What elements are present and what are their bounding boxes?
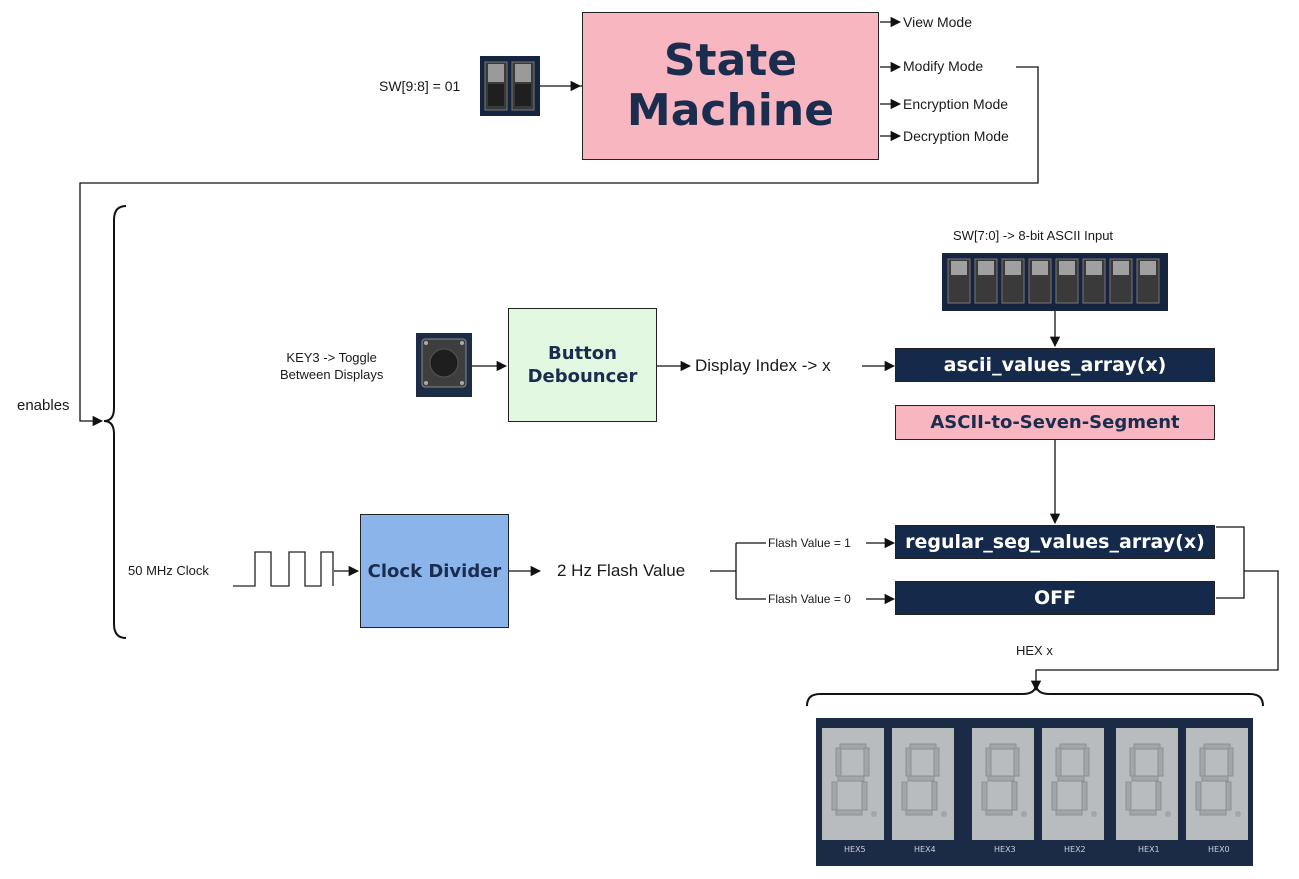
segment (1199, 809, 1227, 816)
hex-display-name: HEX5 (844, 845, 866, 854)
segment (1081, 781, 1088, 811)
segment (1129, 747, 1136, 777)
segment (901, 781, 908, 811)
segment (1057, 775, 1085, 782)
segment (987, 775, 1015, 782)
segment (1011, 781, 1018, 811)
hex-display-name: HEX1 (1138, 845, 1160, 854)
segment (1055, 809, 1083, 816)
segment (1157, 747, 1164, 777)
segment (989, 743, 1017, 750)
segment (835, 809, 863, 816)
output-view-mode: View Mode (903, 14, 973, 30)
segment (1155, 781, 1162, 811)
flash-value-label: 2 Hz Flash Value (557, 561, 686, 580)
debouncer-line2: Debouncer (527, 366, 638, 387)
segment (909, 743, 937, 750)
decimal-point (871, 811, 877, 817)
segment (839, 743, 867, 750)
state-machine-title-line2: Machine (626, 85, 835, 136)
clock-label: 50 MHz Clock (128, 563, 209, 578)
key3-label-line1: KEY3 -> Toggle (286, 350, 377, 365)
segment (1083, 747, 1090, 777)
segment (985, 809, 1013, 816)
decimal-point (941, 811, 947, 817)
state-machine-title-line1: State (663, 35, 798, 86)
segment (1129, 809, 1157, 816)
hex-display-name: HEX4 (914, 845, 936, 854)
sw70-label: SW[7:0] -> 8-bit ASCII Input (953, 228, 1114, 243)
output-decryption-mode: Decryption Mode (903, 128, 1009, 144)
segment (981, 781, 988, 811)
flash-zero-label: Flash Value = 0 (768, 592, 851, 606)
hex-display-name: HEX0 (1208, 845, 1230, 854)
output-modify-mode: Modify Mode (903, 58, 984, 74)
segment (1201, 775, 1229, 782)
enables-label: enables (17, 397, 70, 414)
segment (1051, 781, 1058, 811)
segment (1125, 781, 1132, 811)
ascii-values-array-box: ascii_values_array(x) (895, 348, 1215, 382)
segment (985, 747, 992, 777)
flash-one-label: Flash Value = 1 (768, 536, 851, 550)
segment (907, 775, 935, 782)
segment (905, 747, 912, 777)
segment (905, 809, 933, 816)
segment (835, 747, 842, 777)
decimal-point (1091, 811, 1097, 817)
off-box: OFF (895, 581, 1215, 615)
button-debouncer-box: Button Debouncer (508, 308, 657, 422)
hex-brace (806, 683, 1264, 707)
segment (1203, 743, 1231, 750)
segment (1013, 747, 1020, 777)
hex-display-name: HEX3 (994, 845, 1016, 854)
debouncer-line1: Button (548, 343, 617, 364)
decimal-point (1165, 811, 1171, 817)
segment (1227, 747, 1234, 777)
hex-display-name: HEX2 (1064, 845, 1086, 854)
segment (1055, 747, 1062, 777)
segment (1225, 781, 1232, 811)
segment (1059, 743, 1087, 750)
segment (931, 781, 938, 811)
segment (933, 747, 940, 777)
segment (863, 747, 870, 777)
segment (1199, 747, 1206, 777)
segment (1195, 781, 1202, 811)
hex-label: HEX x (1016, 643, 1053, 658)
regular-seg-values-array-box: regular_seg_values_array(x) (895, 525, 1215, 559)
decimal-point (1235, 811, 1241, 817)
slide-switch-icon (942, 253, 1168, 311)
segment (837, 775, 865, 782)
segment (1133, 743, 1161, 750)
sw98-label: SW[9:8] = 01 (379, 78, 461, 94)
square-wave-icon (233, 551, 334, 587)
segment (1131, 775, 1159, 782)
key3-label-line2: Between Displays (280, 367, 384, 382)
enables-brace (103, 205, 127, 639)
display-index-label: Display Index -> x (695, 356, 831, 375)
segment (861, 781, 868, 811)
slide-switch-icon (480, 56, 540, 116)
output-encryption-mode: Encryption Mode (903, 96, 1009, 112)
state-machine-box: State Machine (582, 12, 879, 160)
push-button-icon (416, 333, 472, 397)
decimal-point (1021, 811, 1027, 817)
segment (831, 781, 838, 811)
key3-label: KEY3 -> Toggle Between Displays (280, 349, 383, 383)
clock-divider-box: Clock Divider (360, 514, 509, 628)
seven-segment-display-icon: HEX5 HEX4 HEX3 HEX2 HEX1 HEX0 (816, 718, 1253, 866)
ascii-to-seven-segment-box: ASCII-to-Seven-Segment (895, 405, 1215, 440)
